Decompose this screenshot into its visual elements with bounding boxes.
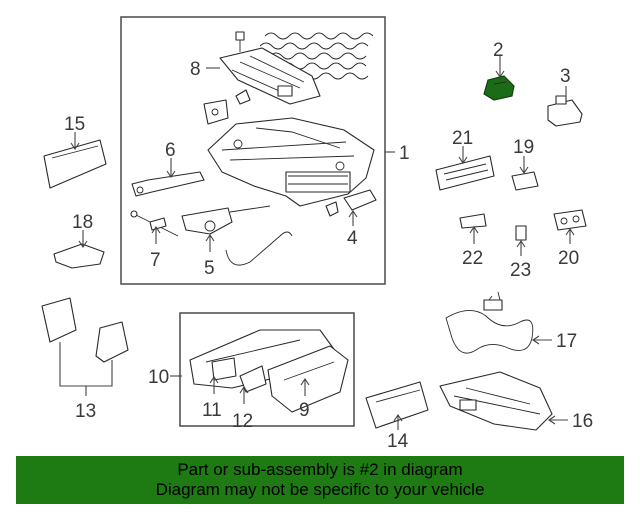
cap-part-22 xyxy=(459,213,487,229)
banner-line-1: Part or sub-assembly is #2 in diagram xyxy=(177,460,463,479)
side-cover-part-13 xyxy=(41,297,129,363)
callout-2[interactable]: 2 xyxy=(493,40,504,61)
switch-panel-part-20 xyxy=(553,209,587,231)
callout-23[interactable]: 23 xyxy=(510,260,531,281)
callout-20[interactable]: 20 xyxy=(558,248,579,269)
callout-16[interactable]: 16 xyxy=(572,411,593,432)
callout-8[interactable]: 8 xyxy=(190,59,201,80)
small-bracket xyxy=(203,89,251,125)
callout-6[interactable]: 6 xyxy=(165,140,176,161)
callout-21[interactable]: 21 xyxy=(452,128,473,149)
bracket-part-11 xyxy=(211,357,237,381)
banner-line-2: Diagram may not be specific to your vehi… xyxy=(155,480,485,499)
callout-1[interactable]: 1 xyxy=(399,143,410,164)
callout-12[interactable]: 12 xyxy=(232,411,253,432)
callout-14[interactable]: 14 xyxy=(387,431,409,452)
rod-part-7 xyxy=(130,210,179,237)
switch-part-4 xyxy=(325,189,377,217)
part-3 xyxy=(547,95,583,127)
callout-7[interactable]: 7 xyxy=(150,250,161,271)
knob-part-23 xyxy=(515,225,527,241)
motor-cable-part-5 xyxy=(181,205,293,266)
callout-9[interactable]: 9 xyxy=(299,400,310,421)
callout-22[interactable]: 22 xyxy=(462,248,483,269)
callout-17[interactable]: 17 xyxy=(556,331,577,352)
callout-4[interactable]: 4 xyxy=(347,228,358,249)
seat-frame xyxy=(207,117,375,207)
trim-panel-part-15 xyxy=(43,139,107,189)
highlighted-part-2[interactable] xyxy=(483,75,515,101)
callout-19[interactable]: 19 xyxy=(513,137,534,158)
trim-cover-part-14 xyxy=(365,381,429,429)
track-assembly-part-16 xyxy=(439,371,553,431)
seat-rail-part-9 xyxy=(189,329,349,413)
control-module-part-21 xyxy=(435,155,495,191)
seat-frame-group-box xyxy=(120,16,386,285)
callout-15[interactable]: 15 xyxy=(64,114,85,135)
callout-18[interactable]: 18 xyxy=(72,212,93,233)
switch-part-19 xyxy=(511,171,539,191)
info-banner: Part or sub-assembly is #2 in diagram Di… xyxy=(16,456,624,504)
callout-10[interactable]: 10 xyxy=(148,367,169,388)
callout-13[interactable]: 13 xyxy=(75,401,96,422)
callout-3[interactable]: 3 xyxy=(560,66,571,87)
rail-group-box xyxy=(179,312,355,427)
wire-harness-part-17 xyxy=(445,291,534,354)
cushion-pan-part-8 xyxy=(219,47,321,105)
bolt xyxy=(235,31,245,52)
callout-11[interactable]: 11 xyxy=(202,400,222,421)
bracket-part-18 xyxy=(53,243,105,269)
adjuster-link-part-6 xyxy=(131,171,205,197)
callout-5[interactable]: 5 xyxy=(204,258,215,279)
